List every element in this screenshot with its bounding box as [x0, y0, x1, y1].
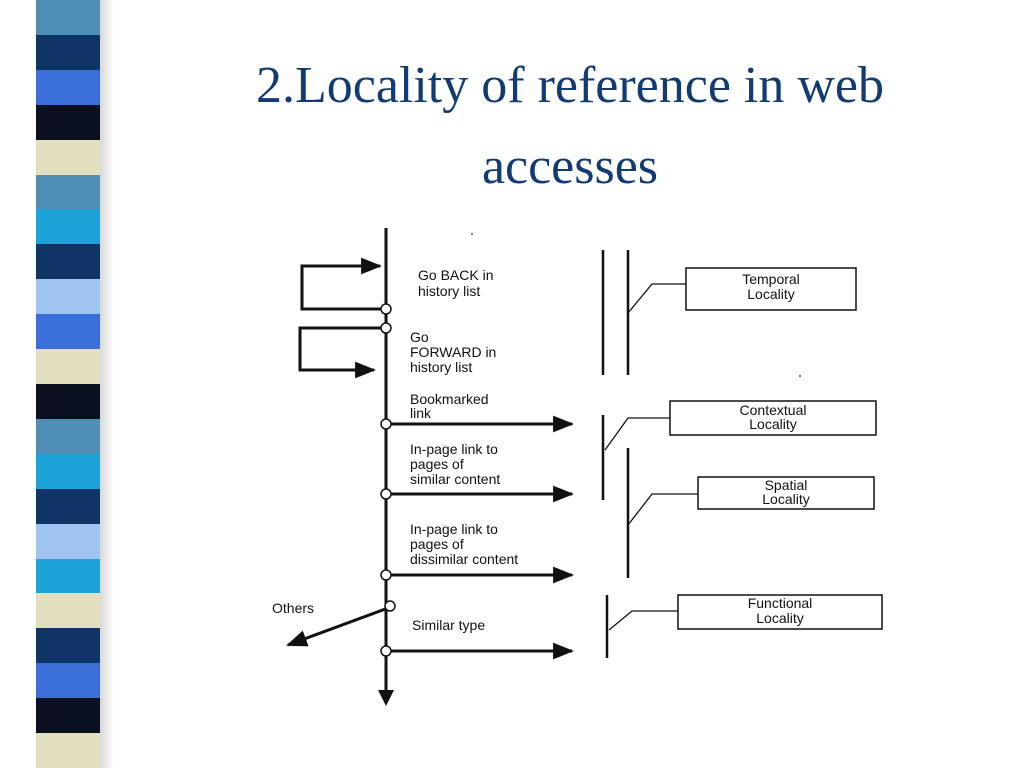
- stripe-segment: [36, 174, 100, 210]
- junction-circles: [380, 303, 396, 657]
- scan-specks: [471, 233, 801, 377]
- stripe-segment: [36, 593, 100, 629]
- stripe-shadow: [100, 0, 114, 768]
- action-label-similar-type: Similar type: [412, 617, 485, 633]
- stripe-segment: [36, 314, 100, 350]
- others-label: Others: [272, 600, 314, 616]
- stripe-segment: [36, 349, 100, 384]
- slide-title: 2.Locality of reference in web accesses: [150, 46, 990, 207]
- grouping-lines: [601, 250, 630, 658]
- stripe-segment: [36, 523, 100, 559]
- slide-title-line-1: 2.Locality of reference in web: [255, 57, 884, 114]
- decorative-stripe-bar: [36, 0, 100, 768]
- stripe-segment: [36, 558, 100, 594]
- action-label-similar-content: In-page link to pages of similar content: [410, 441, 502, 487]
- stripe-segment: [36, 383, 100, 419]
- stripe-segment: [36, 0, 100, 35]
- action-label-forward: Go FORWARD in history list: [410, 329, 500, 375]
- stripe-segment: [36, 209, 100, 245]
- stripe-segment: [36, 279, 100, 315]
- stripe-segment: [36, 733, 100, 768]
- stripe-segment: [36, 104, 100, 140]
- action-label-back: Go BACK in history list: [418, 267, 497, 299]
- stripe-segment: [36, 34, 100, 70]
- stripe-segment: [36, 244, 100, 280]
- back-loop-arrow: [300, 257, 386, 311]
- others-arrow: [286, 606, 389, 647]
- stripe-segment: [36, 663, 100, 699]
- stripe-segment: [36, 628, 100, 664]
- stripe-segment: [36, 139, 100, 175]
- action-label-dissimilar-content: In-page link to pages of dissimilar cont…: [410, 521, 518, 567]
- forward-loop-arrow: [298, 326, 386, 379]
- stripe-segment: [36, 698, 100, 734]
- stripe-segment: [36, 69, 100, 105]
- slide-title-line-2: accesses: [481, 137, 659, 195]
- action-label-bookmarked: Bookmarked link: [410, 391, 492, 421]
- stripe-segment: [36, 453, 100, 489]
- timeline-arrowhead: [378, 690, 394, 706]
- leader-lines: [604, 283, 698, 631]
- stripe-segment: [36, 488, 100, 524]
- stripe-segment: [36, 418, 100, 454]
